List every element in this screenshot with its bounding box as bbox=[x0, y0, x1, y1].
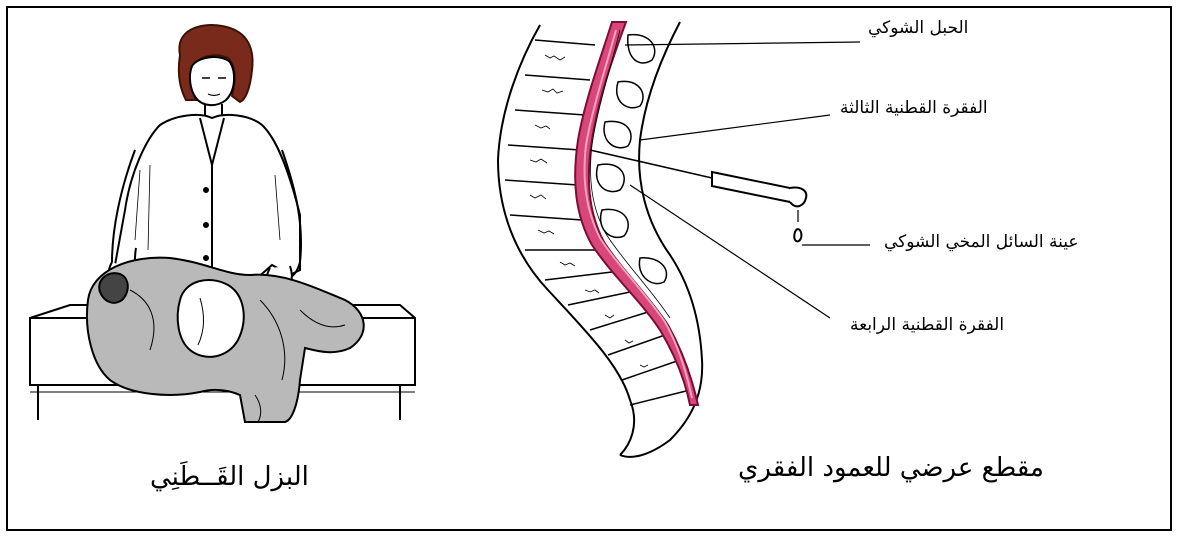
lumbar-puncture-illustration bbox=[30, 25, 415, 422]
label-csf-sample: عينة السائل المخي الشوكي bbox=[884, 232, 1079, 252]
label-fourth-lumbar-vertebra: الفقرة القطنية الرابعة bbox=[850, 315, 1004, 335]
patient-figure bbox=[87, 258, 364, 422]
doctor-figure bbox=[108, 25, 301, 294]
caption-spine-cross-section: مقطع عرضي للعمود الفقري bbox=[738, 453, 1044, 483]
spine-cross-section bbox=[498, 22, 870, 457]
spinal-cord bbox=[575, 22, 698, 405]
label-spinal-cord: الحبل الشوكي bbox=[868, 18, 968, 38]
needle bbox=[590, 150, 806, 241]
label-third-lumbar-vertebra: الفقرة القطنية الثالثة bbox=[840, 98, 988, 118]
caption-lumbar-puncture: البزل القَــطَنِي bbox=[150, 462, 309, 492]
